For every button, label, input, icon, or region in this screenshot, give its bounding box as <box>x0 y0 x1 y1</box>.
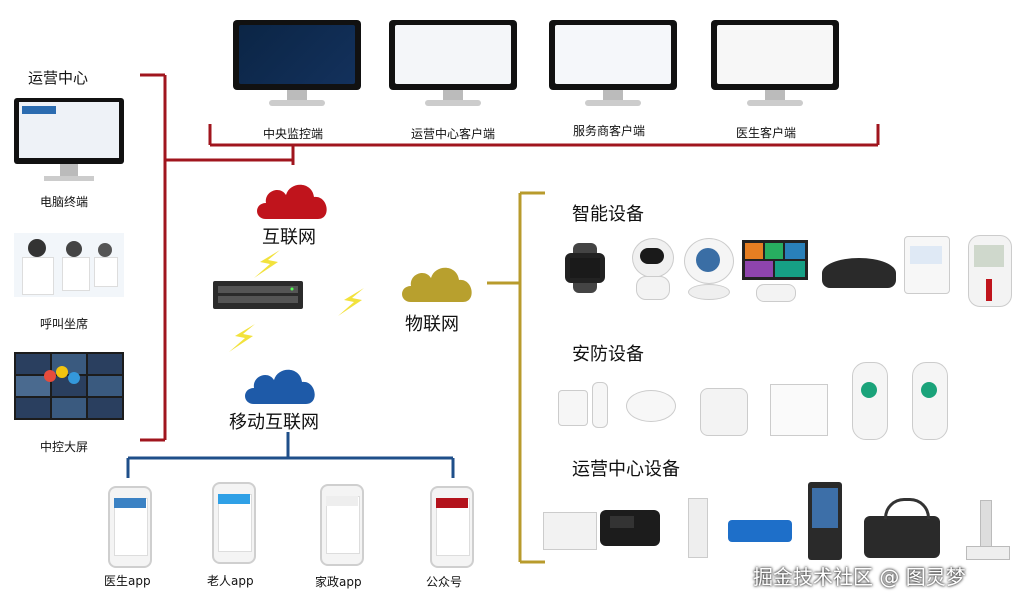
smart-screen-image <box>742 240 808 302</box>
callcenter-label: 呼叫坐席 <box>40 317 89 331</box>
phone-icon <box>108 486 152 568</box>
door-sensor-image <box>912 362 948 440</box>
doctor-app-label: 医生app <box>104 574 151 588</box>
cloud-icon <box>245 369 315 404</box>
elderly-app-label: 老人app <box>207 574 254 588</box>
smart-devices-title: 智能设备 <box>572 204 644 225</box>
pc-terminal-image <box>14 98 124 186</box>
monitor-device-image <box>904 236 950 294</box>
phone-icon <box>430 486 474 568</box>
smoke-detector-image <box>626 386 676 422</box>
camera-image <box>680 238 736 300</box>
cloud-icon <box>257 184 327 219</box>
phone-icon <box>320 484 364 566</box>
ops-client-monitor <box>389 20 517 110</box>
glucose-meter-image <box>968 235 1012 307</box>
lightning-icon <box>229 324 255 352</box>
ops-devices-title: 运营中心设备 <box>572 459 680 480</box>
tablet-device-image <box>543 508 597 552</box>
emergency-button-image <box>852 362 888 440</box>
iot-label: 物联网 <box>405 314 459 335</box>
housekeeping-app-label: 家政app <box>315 575 362 589</box>
internet-label: 互联网 <box>262 227 316 248</box>
lightning-icon <box>338 288 364 316</box>
server-icon <box>213 281 303 309</box>
desk-phone-image <box>864 498 940 560</box>
provider-client-label: 服务商客户端 <box>573 124 646 138</box>
provider-client-monitor <box>549 20 677 110</box>
doctor-client-monitor <box>711 20 839 110</box>
watermark: 掘金技术社区 @ 图灵梦 <box>753 565 966 589</box>
weight-scale-image <box>962 500 1012 560</box>
id-reader-image <box>728 512 792 546</box>
health-kiosk-image <box>680 498 714 558</box>
gas-detector-image <box>700 388 748 436</box>
callcenter-image <box>14 233 124 297</box>
sleep-sensor-image <box>822 252 896 292</box>
smart-plug-image <box>558 382 612 432</box>
companion-robot-image <box>630 238 674 300</box>
ops-client-label: 运营中心客户端 <box>411 127 496 141</box>
central-monitor <box>233 20 361 110</box>
cloud-icon <box>402 267 472 302</box>
bigscreen-image <box>14 352 124 420</box>
card-reader-image <box>600 504 660 550</box>
ops-center-title: 运营中心 <box>28 69 89 87</box>
kiosk-screen-image <box>808 482 842 560</box>
official-account-label: 公众号 <box>426 575 463 589</box>
central-monitor-label: 中央监控端 <box>263 127 324 141</box>
lightning-icon <box>254 250 280 278</box>
smart-watch-image <box>561 243 609 293</box>
doctor-client-label: 医生客户端 <box>736 126 797 140</box>
mobile-internet-label: 移动互联网 <box>229 412 319 433</box>
bigscreen-label: 中控大屏 <box>40 440 89 454</box>
security-devices-title: 安防设备 <box>572 344 644 365</box>
alarm-box-image <box>770 378 828 436</box>
phone-icon <box>212 482 256 564</box>
pc-terminal-label: 电脑终端 <box>40 195 89 209</box>
